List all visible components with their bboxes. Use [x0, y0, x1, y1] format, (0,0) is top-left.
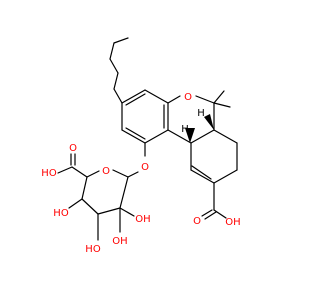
cyclohexene-bond-1 — [213, 129, 238, 144]
pyran-bond-1 — [167, 95, 181, 104]
cyclohexene-bond-4 — [190, 169, 215, 184]
pentyl-bond-5 — [113, 88, 123, 104]
ether-bond-2 — [127, 171, 139, 178]
sugar-carboxyl-bond — [71, 166, 88, 178]
sugar-ring-oxygen-label: O — [102, 166, 110, 177]
stereo-wedge-bottom — [204, 114, 214, 130]
canvas-background — [0, 0, 300, 300]
sugar-bond-6 — [119, 176, 129, 209]
pyran-oxygen-label: O — [184, 92, 192, 103]
sugar-carboxyl-oh-label: HO — [41, 168, 57, 179]
ether-oxygen-label: O — [141, 162, 149, 173]
aromatic-bond-5 — [144, 89, 169, 104]
pyran-bond-4 — [190, 129, 215, 144]
pentyl-bond-3 — [109, 58, 119, 74]
ring-carboxyl-oh-bond — [213, 209, 227, 219]
methyl-bond-1 — [213, 90, 225, 104]
aromatic-bond-6 — [121, 89, 146, 104]
sugar-bond-2 — [86, 170, 100, 178]
sugar-oh-left-label: HO — [53, 208, 69, 219]
sugar-oh-right-bond — [119, 207, 135, 217]
methyl-bond-2 — [213, 102, 231, 108]
pentyl-bond-2 — [109, 42, 115, 60]
pentyl-bond-4 — [113, 72, 119, 90]
ring-junction-top-h-label: H — [181, 124, 189, 135]
ring-carboxyl-oh-label: OH — [225, 217, 240, 228]
molecular-structure-diagram: O O O OH O HO O HO OH HO OH H H — [0, 0, 300, 300]
pyran-bond-5 — [167, 129, 192, 144]
ring-carboxyl-o-label: O — [193, 216, 201, 227]
sugar-carboxyl-o-label: O — [69, 143, 77, 154]
stereo-wedge-top — [185, 128, 195, 143]
cyclohexene-double-bond — [191, 165, 212, 180]
sugar-oh-bottom-left-label: HO — [85, 244, 101, 255]
sugar-bond-4 — [81, 198, 99, 215]
bond-lines — [57, 37, 238, 241]
sugar-oh-left-bond — [68, 198, 83, 209]
aromatic-bond-3 — [144, 129, 169, 144]
ring-carboxyl-co-bond-2 — [204, 211, 217, 220]
sugar-bond-1 — [112, 169, 129, 178]
pyran-bond-2 — [195, 95, 215, 104]
ring-carboxyl-co-bond-1 — [201, 209, 213, 217]
ring-junction-bottom-h-label: H — [197, 108, 205, 119]
aromatic-double-bond-1 — [125, 127, 146, 140]
cyclohexene-bond-3 — [213, 169, 238, 184]
sugar-bond-5 — [97, 207, 121, 215]
sugar-carboxyl-oh-bond — [57, 166, 73, 174]
sugar-oh-bottom-label: OH — [112, 236, 127, 247]
sugar-bond-3 — [81, 176, 88, 200]
aromatic-double-bond-3 — [125, 93, 146, 106]
pentyl-bond-1 — [113, 37, 129, 44]
sugar-oh-right-label: OH — [135, 214, 150, 225]
aromatic-bond-2 — [121, 129, 146, 144]
